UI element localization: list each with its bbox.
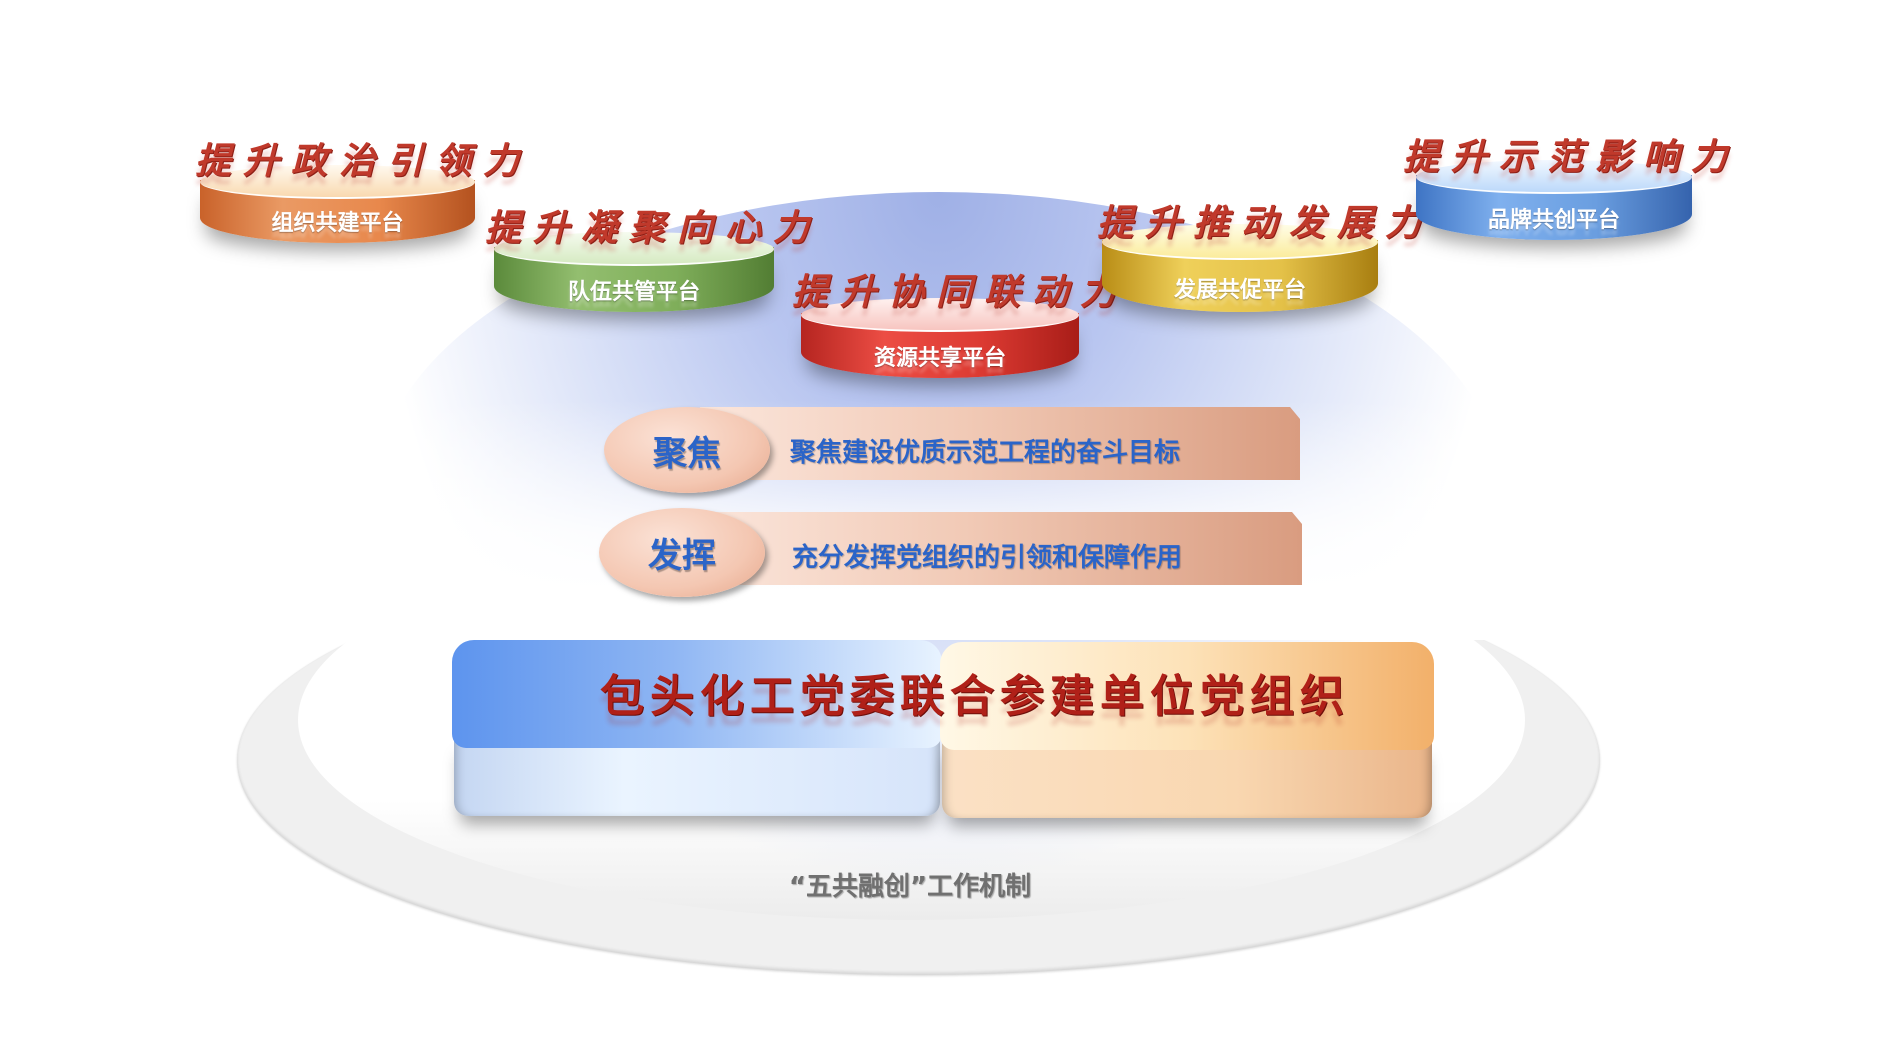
cylinder-top (1416, 160, 1692, 194)
focus-goal-tag: 聚焦 (604, 407, 770, 493)
block-top-face (940, 642, 1434, 750)
cylinder-top (1102, 224, 1378, 260)
platform-title: 提升示范影响力 (1403, 136, 1740, 178)
cylinder-top (801, 298, 1079, 332)
platform-label: 队伍共管平台 (567, 280, 700, 305)
block-front-face (454, 736, 940, 816)
foundation-title: 包头化工党委联合参建单位党组织 (600, 671, 1350, 722)
platform-title: 提升政治引领力 (195, 140, 532, 182)
platform-label: 资源共享平台 (873, 346, 1006, 371)
leverage-role-tag: 发挥 (599, 508, 765, 597)
platform-team-cylinder: 队伍共管平台 (494, 232, 774, 312)
platform-title: 提升推动发展力 (1097, 202, 1434, 244)
block-top-face (452, 640, 942, 748)
focus-goal-text: 聚焦建设优质示范工程的奋斗目标 (790, 438, 1181, 468)
focus-goal-bar (700, 407, 1300, 480)
focus-goal-tag-label: 聚焦 (653, 433, 721, 474)
platform-organization-cylinder: 组织共建平台 (200, 165, 475, 243)
leverage-role-tag-label: 发挥 (648, 536, 716, 576)
foundation-block-right (940, 642, 1434, 820)
platform-resource-cylinder: 资源共享平台 (801, 298, 1079, 378)
block-front-face (942, 738, 1432, 818)
platform-label: 品牌共创平台 (1487, 208, 1620, 233)
leverage-role-bar (700, 512, 1302, 585)
cylinder-top (494, 232, 774, 266)
cylinder-top (200, 165, 475, 199)
platform-label: 组织共建平台 (271, 211, 404, 236)
mechanism-caption: “五共融创”工作机制 (788, 872, 1032, 902)
foundation-block-left (452, 640, 942, 818)
platform-brand-cylinder: 品牌共创平台 (1416, 160, 1692, 240)
platform-development-cylinder: 发展共促平台 (1102, 224, 1378, 312)
platform-label: 发展共促平台 (1173, 278, 1306, 303)
platform-title: 提升凝聚向心力 (485, 207, 822, 249)
platform-title: 提升协同联动力 (792, 271, 1129, 313)
leverage-role-text: 充分发挥党组织的引领和保障作用 (792, 543, 1183, 573)
